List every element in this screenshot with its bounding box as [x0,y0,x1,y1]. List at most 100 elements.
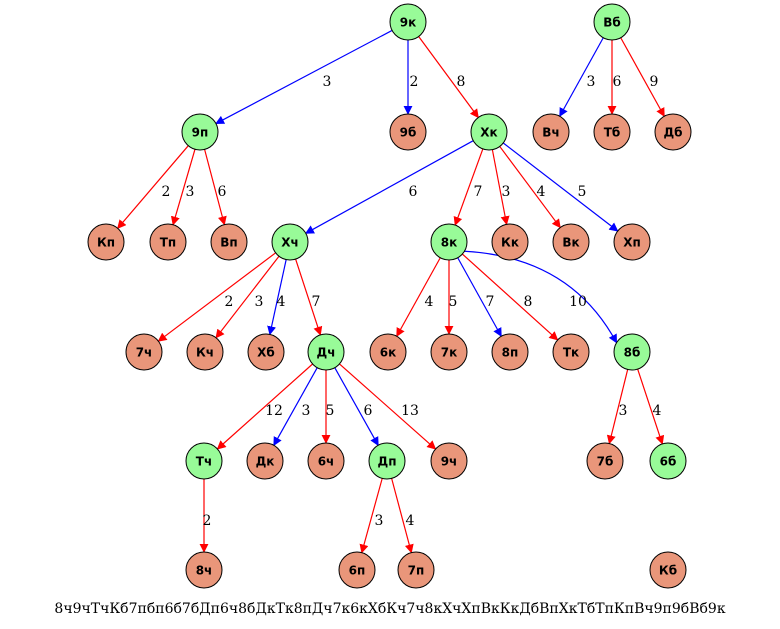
node-label: Хк [480,126,497,140]
edge-dp-6p [359,478,383,554]
node-label: Вк [562,236,579,250]
edge-dch-dp [334,367,379,447]
node-label: Хб [257,346,275,360]
edge-9p-kp [117,145,189,230]
edge-weight-label: 4 [406,513,415,529]
leaf-node-tp: Тп [149,223,187,261]
node-label: 6к [380,346,397,360]
node-label: Кч [196,346,214,360]
leaf-node-dk: Дк [246,442,284,480]
node-label: Дп [378,455,397,469]
edge-dch-dk [273,367,318,447]
leaf-node-7b: 7б [586,442,624,480]
node-circle [246,442,284,480]
edge-weight-label: 3 [502,184,511,200]
node-label: 9п [192,126,209,140]
internal-node-8k: 8к [430,223,468,261]
node-circle [470,113,508,151]
node-label: 6ч [318,455,335,469]
edge-weight-label: 2 [225,294,234,310]
node-label: 7ч [136,346,153,360]
edge-weight-label: 6 [613,74,622,90]
leaf-node-6ch: 6ч [307,442,345,480]
node-label: Дк [256,455,275,469]
edge-xk-xch [304,140,474,234]
edge-weight-label: 6 [218,184,227,200]
node-label: 9ч [441,455,458,469]
edge-weight-label: 8 [457,74,466,90]
traversal-caption: 8ч9чТчКб7пбп6б7бДп6ч8бДкТк8пДч7к6кХбКч7ч… [54,601,725,617]
node-circle [389,3,427,41]
node-label: Кб [659,564,677,578]
edge-weight-label: 5 [449,294,458,310]
edge-8b-7b [606,369,629,445]
edge-8k-tk [461,253,559,341]
internal-node-vb: Вб [593,3,631,41]
edge-weight-label: 3 [186,184,195,200]
edge-weight-label: 3 [255,294,264,310]
node-label: Хч [281,236,299,250]
node-circle [430,333,468,371]
edge-9p-vp [204,149,227,226]
internal-node-6b: 6б [649,442,687,480]
edge-weight-label: 7 [474,184,483,200]
leaf-node-8p: 8п [491,333,529,371]
node-circle [87,223,125,261]
edge-weight-label: 4 [277,294,286,310]
internal-node-tch: Тч [185,442,223,480]
edge-xk-vk [499,146,561,229]
edge-weight-label: 5 [578,184,587,200]
edge-weight-label: 4 [537,184,546,200]
node-label: 6п [349,564,366,578]
node-circle [654,113,692,151]
edge-8b-6b [637,368,665,445]
node-label: 9к [400,16,417,30]
edge-xch-7ch [157,252,276,342]
leaf-node-kk: Кк [491,223,529,261]
edge-weight-label: 3 [619,403,628,419]
edge-weight-label: 6 [409,184,418,200]
node-label: Кп [97,236,115,250]
node-circle [338,551,376,589]
node-circle [368,442,406,480]
node-label: 7к [441,346,458,360]
edge-xch-kch [215,255,280,339]
edge-8k-8p [457,257,502,338]
leaf-node-6k: 6к [369,333,407,371]
edge-weight-label: 2 [162,184,171,200]
node-circle [369,333,407,371]
edge-9k-xk [418,36,479,119]
edge-9k-9p [215,29,393,125]
node-circle [210,223,248,261]
leaf-node-9ch: 9ч [430,442,468,480]
node-label: Дч [317,346,336,360]
node-circle [649,442,687,480]
node-label: Хп [623,236,641,250]
internal-node-xk: Хк [470,113,508,151]
node-circle [430,223,468,261]
node-circle [307,442,345,480]
node-circle [271,223,309,261]
edge-weight-label: 8 [524,294,533,310]
node-label: Тб [604,126,621,140]
internal-node-9k: 9к [389,3,427,41]
node-label: Тк [563,346,579,360]
node-label: 6б [660,455,677,469]
node-circle [181,113,219,151]
node-label: Тп [160,236,176,250]
edge-weight-label: 10 [569,294,587,310]
node-label: Вч [542,126,559,140]
leaf-node-6p: 6п [338,551,376,589]
node-circle [149,223,187,261]
edge-weight-label: 2 [203,513,212,529]
leaf-node-kp: Кп [87,223,125,261]
node-circle [185,551,223,589]
leaf-node-kb: Кб [649,551,687,589]
leaf-node-7ch: 7ч [125,333,163,371]
leaf-node-7p: 7п [397,551,435,589]
internal-node-9p: 9п [181,113,219,151]
edge-weight-label: 9 [650,74,659,90]
edge-xch-xb [267,259,287,336]
edge-vb-vch [559,37,604,118]
